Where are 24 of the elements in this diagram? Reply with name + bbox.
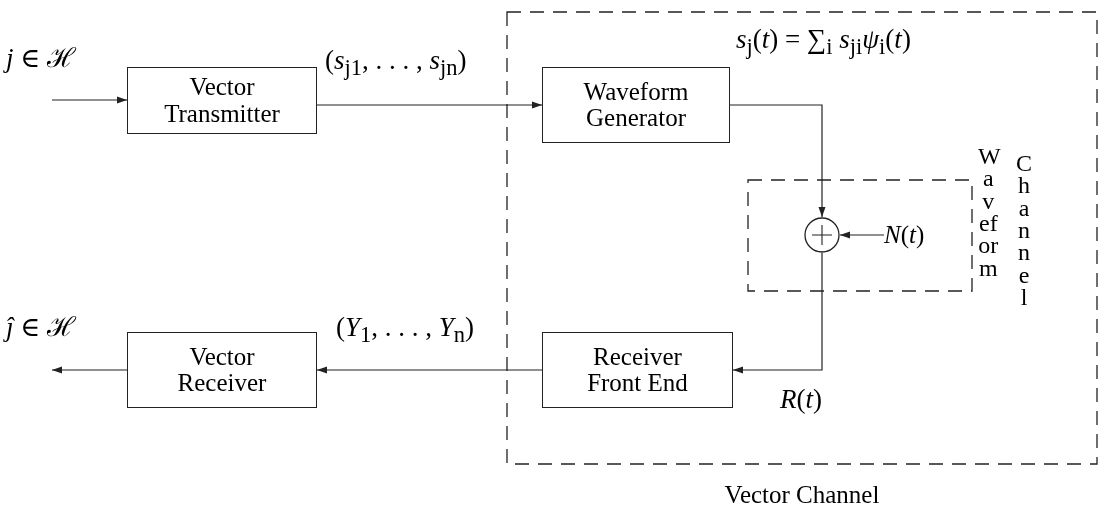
arrow [51,366,128,374]
edge-label: s$_{j}$(t) = ∑$_{i}$ s$_{ji}$ψ$_{i}$(t) [736,25,911,61]
edge-label: (s$_{j1}$, . . . , s$_{jn}$) [325,46,467,82]
process-box [542,332,733,408]
arrow [316,101,543,109]
vertical-label: Channel [1016,152,1032,309]
group-label: Vector Channel [724,481,880,509]
arrow [729,104,826,218]
summing-junction [804,217,840,253]
box-label: Waveform Generator [582,78,690,132]
edge-label: (Y$_{1}$, . . . , Y$_{n}$) [336,313,475,349]
signal-label: N(t) [884,218,960,252]
process-box [127,67,317,134]
arrow [839,231,885,239]
arrow [732,252,823,374]
arrow [316,366,543,374]
process-box [542,67,730,143]
edge-label: R(t) [780,385,822,415]
process-box [127,332,317,408]
box-label: Vector Transmitter [163,74,281,127]
vertical-label: Waveform [978,145,999,279]
box-label: Receiver Front End [586,343,689,397]
box-label: Vector Receiver [176,343,268,397]
arrow [51,96,128,104]
